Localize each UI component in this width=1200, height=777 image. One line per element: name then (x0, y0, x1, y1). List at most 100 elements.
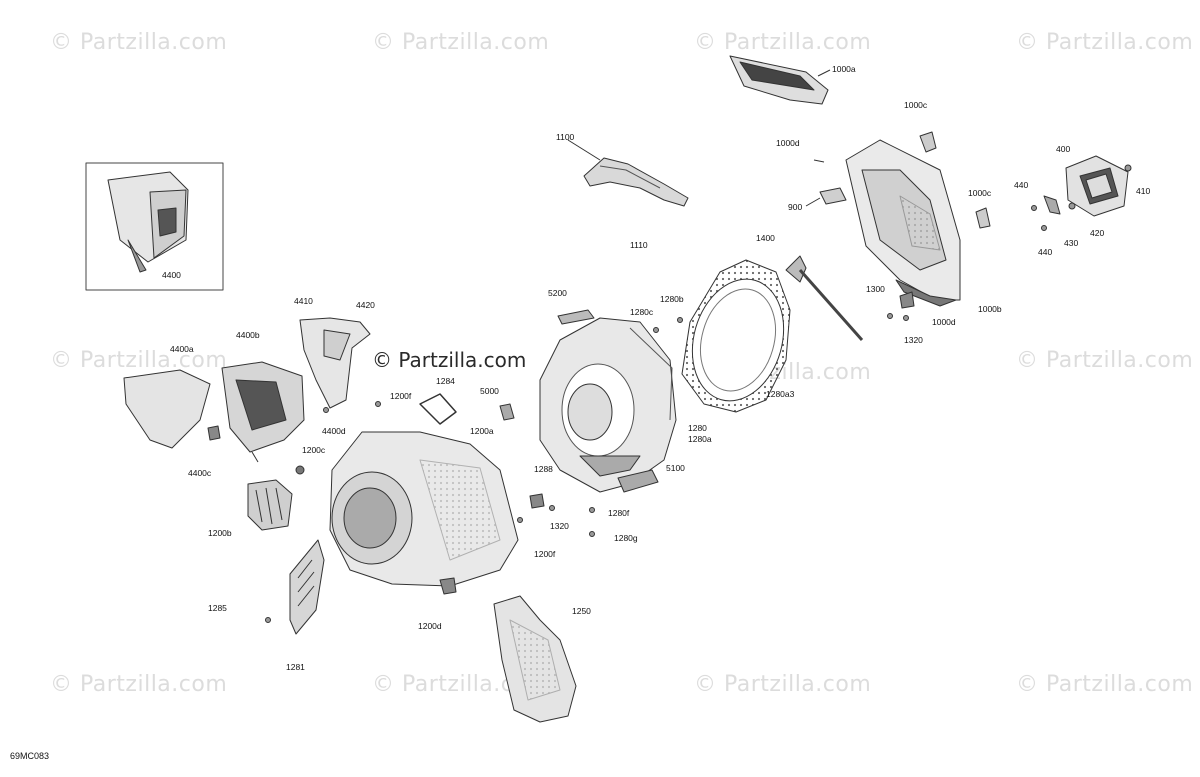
callout-1200c: 1200c (302, 445, 326, 455)
part-1000c-top (919, 131, 937, 153)
callout-1280g: 1280g (614, 533, 638, 543)
callout-1250: 1250 (572, 606, 591, 616)
part-1200d (439, 577, 457, 595)
callout-1200b: 1200b (208, 528, 232, 538)
part-400 (1065, 155, 1129, 217)
callout-1288: 1288 (534, 464, 553, 474)
watermark: © Partzilla.com (1016, 672, 1194, 697)
callout-4400a: 4400a (170, 344, 194, 354)
part-440-a (1031, 205, 1037, 211)
watermark: © Partzilla.com (1016, 348, 1194, 373)
callout-4400c: 4400c (188, 468, 212, 478)
part-1000d-housing (845, 139, 961, 307)
callout-4400b: 4400b (236, 330, 260, 340)
part-5200 (557, 309, 595, 325)
callout-1300: 1300 (866, 284, 885, 294)
callout-1200f: 1200f (534, 549, 556, 559)
part-420 (1068, 202, 1076, 210)
part-1284 (419, 393, 457, 425)
part-900 (819, 187, 847, 205)
callout-900: 900 (788, 202, 803, 212)
callout-1200f: 1200f (390, 391, 412, 401)
callout-1000a: 1000a (832, 64, 856, 74)
part-5000 (499, 403, 515, 421)
callout-1280c: 1280c (630, 307, 654, 317)
callout-1200d: 1200d (418, 621, 442, 631)
part-1200a (329, 431, 519, 587)
part-1320-mid (549, 505, 555, 511)
callout-1000d: 1000d (932, 317, 956, 327)
inset-label: 4400 (162, 270, 181, 280)
callout-1285: 1285 (208, 603, 227, 613)
part-1200f-bot (517, 517, 523, 523)
callout-400: 400 (1056, 144, 1071, 154)
part-440-b (1041, 225, 1047, 231)
callout-1280a: 1280a (688, 434, 712, 444)
part-1000d-bot (903, 315, 909, 321)
callout-410: 410 (1136, 186, 1151, 196)
watermark: © Partzilla.com (372, 30, 550, 55)
part-4400c (207, 425, 221, 441)
diagram-code: 69MC083 (10, 751, 50, 761)
callout-1284: 1284 (436, 376, 455, 386)
part-4410-4420 (299, 317, 371, 409)
part-1250 (493, 595, 577, 723)
callout-1200a: 1200a (470, 426, 494, 436)
callout-1110: 1110 (630, 240, 648, 250)
inset-part-4400 (107, 171, 189, 273)
watermark-center: © Partzilla.com (372, 348, 527, 372)
part-1280c (653, 327, 659, 333)
callout-1280: 1280 (688, 423, 707, 433)
part-1280 (539, 317, 677, 493)
part-1288 (529, 493, 545, 509)
callout-440: 440 (1014, 180, 1029, 190)
callout-1000d: 1000d (776, 138, 800, 148)
callout-4400d: 4400d (322, 426, 346, 436)
callout-1320: 1320 (550, 521, 569, 531)
callout-1280f: 1280f (608, 508, 630, 518)
callout-1100: 1100 (556, 132, 575, 142)
watermark: © Partzilla.com (694, 30, 872, 55)
part-430 (1043, 195, 1061, 215)
callout-1000c: 1000c (904, 100, 928, 110)
part-1000a (729, 55, 829, 105)
callout-5100: 5100 (666, 463, 685, 473)
part-1280a3 (681, 259, 791, 413)
part-1400 (785, 255, 864, 341)
part-1280b (677, 317, 683, 323)
callout-1000c: 1000c (968, 188, 992, 198)
part-410 (1124, 164, 1132, 172)
part-1100 (583, 157, 689, 207)
part-5100 (617, 469, 659, 493)
callout-1280b: 1280b (660, 294, 684, 304)
callout-430: 430 (1064, 238, 1079, 248)
callout-5000: 5000 (480, 386, 499, 396)
part-1320-right (887, 313, 893, 319)
part-4400d (323, 407, 329, 413)
watermark: © Partzilla.com (50, 348, 228, 373)
part-4400a (123, 369, 211, 449)
watermark: © Partzilla.com (50, 672, 228, 697)
watermark: © Partzilla.com (1016, 30, 1194, 55)
part-1200c (295, 465, 305, 475)
part-1280g (589, 531, 595, 537)
callout-1281: 1281 (286, 662, 305, 672)
callout-1000b: 1000b (978, 304, 1002, 314)
part-1285 (265, 617, 271, 623)
callout-1280a3: 1280a3 (766, 389, 795, 399)
part-1200f-top (375, 401, 381, 407)
callout-1400: 1400 (756, 233, 775, 243)
callout-4410: 4410 (294, 296, 313, 306)
callout-5200: 5200 (548, 288, 567, 298)
part-1000c-mid (975, 207, 991, 229)
callout-420: 420 (1090, 228, 1105, 238)
part-4400b (221, 361, 305, 463)
watermark: © Partzilla.com (694, 672, 872, 697)
callout-440: 440 (1038, 247, 1053, 257)
callout-1320: 1320 (904, 335, 923, 345)
callout-4420: 4420 (356, 300, 375, 310)
part-1200b (247, 479, 293, 531)
part-1281 (289, 539, 325, 635)
